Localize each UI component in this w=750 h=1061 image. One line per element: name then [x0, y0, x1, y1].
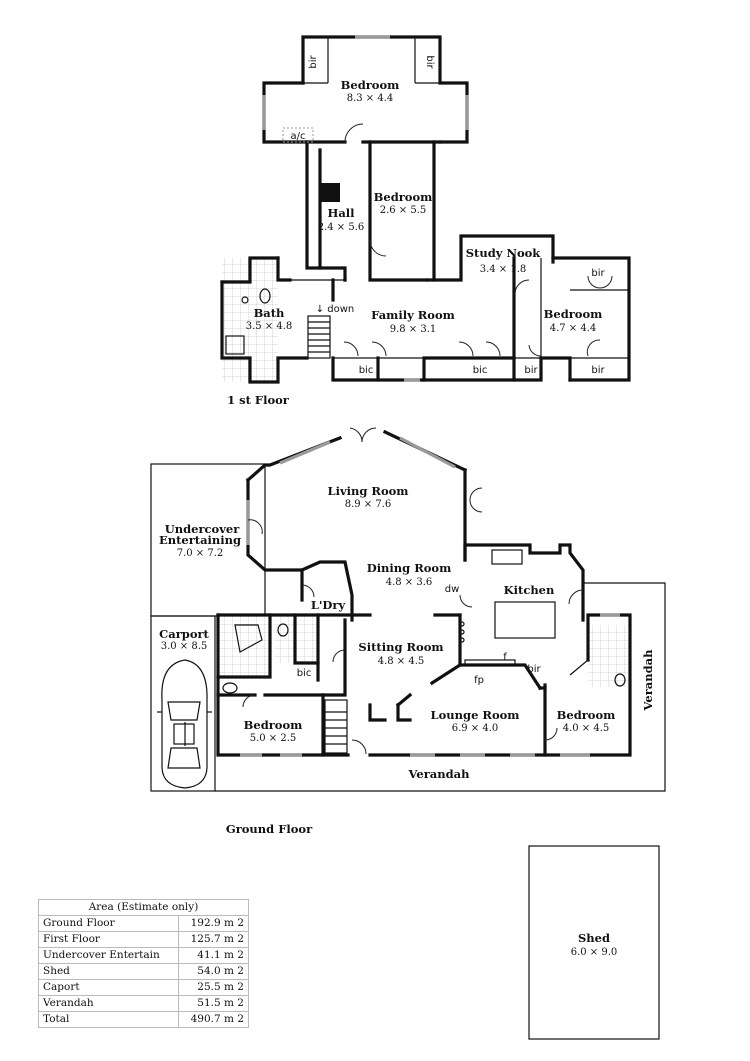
area-label: Undercover Entertain	[37, 947, 180, 964]
room-dims-shed: 6.0 × 9.0	[571, 947, 618, 958]
room-dims-hall: 2.4 × 5.6	[318, 222, 365, 233]
room-dims-sitting-room: 4.8 × 4.5	[378, 656, 425, 667]
room-name-kitchen: Kitchen	[504, 583, 555, 597]
tag-bic-1: bic	[359, 365, 374, 376]
first-floor-plan	[220, 35, 631, 384]
room-name-living-room: Living Room	[328, 484, 409, 498]
room-name-verandah-south: Verandah	[408, 767, 471, 781]
area-label: Ground Floor	[37, 915, 180, 932]
ground-floor-labels: Living Room 8.9 × 7.6 Undercover Enterta…	[159, 484, 655, 836]
first-floor-stairs-icon	[307, 315, 331, 359]
room-name-dining-room: Dining Room	[367, 561, 452, 575]
room-name-bedroom-top: Bedroom	[341, 78, 400, 92]
room-name-undercover-line2: Entertaining	[159, 533, 241, 547]
room-dims-bedroom-3: 4.7 × 4.4	[550, 323, 597, 334]
room-name-carport: Carport	[159, 627, 209, 641]
area-label: Total	[37, 1011, 180, 1028]
room-name-bedroom-ground-1: Bedroom	[244, 718, 303, 732]
area-value: 125.7 m 2	[178, 931, 249, 948]
first-floor-label: 1 st Floor	[227, 393, 290, 407]
room-name-study-nook: Study Nook	[466, 246, 542, 260]
tag-bic-ground: bic	[297, 668, 312, 679]
tag-bir-1: bir	[308, 54, 319, 68]
room-name-hall: Hall	[327, 206, 355, 220]
ground-floor-plan	[150, 427, 666, 792]
area-label: Caport	[37, 979, 180, 996]
room-name-bath: Bath	[254, 306, 285, 320]
tag-bir-3: bir	[524, 365, 538, 376]
room-dims-undercover: 7.0 × 7.2	[177, 548, 224, 559]
room-name-undercover-line1: Undercover	[165, 522, 240, 536]
shed-plan: Shed 6.0 × 9.0	[528, 845, 660, 1040]
area-value: 51.5 m 2	[178, 995, 249, 1012]
area-label: Verandah	[37, 995, 180, 1012]
area-table-title: Area (Estimate only)	[38, 899, 249, 916]
room-name-family-room: Family Room	[371, 308, 455, 322]
area-value: 41.1 m 2	[178, 947, 249, 964]
tag-dw: dw	[445, 584, 460, 595]
room-dims-lounge-room: 6.9 × 4.0	[452, 723, 499, 734]
room-dims-bedroom-top: 8.3 × 4.4	[347, 93, 394, 104]
room-dims-bedroom-ground-2: 4.0 × 4.5	[563, 723, 610, 734]
area-value: 192.9 m 2	[178, 915, 249, 932]
room-name-lounge-room: Lounge Room	[431, 708, 520, 722]
tag-fp: fp	[474, 675, 484, 686]
tag-bir-ground: bir	[527, 664, 541, 675]
area-value: 54.0 m 2	[178, 963, 249, 980]
car-icon	[157, 659, 212, 789]
room-dims-study-nook: 3.4 × 1.8	[480, 264, 527, 275]
room-dims-living-room: 8.9 × 7.6	[345, 499, 392, 510]
area-label: First Floor	[37, 931, 180, 948]
room-dims-dining-room: 4.8 × 3.6	[386, 577, 433, 588]
tag-fridge: f	[503, 652, 507, 663]
tag-bic-2: bic	[473, 365, 488, 376]
tag-bir-5: bir	[591, 268, 605, 279]
first-floor-labels: Bedroom 8.3 × 4.4 Hall 2.4 × 5.6 Bedroom…	[227, 54, 605, 407]
tag-bir-2: bir	[424, 55, 435, 69]
area-value: 25.5 m 2	[178, 979, 249, 996]
room-dims-bath: 3.5 × 4.8	[246, 321, 293, 332]
room-dims-carport: 3.0 × 8.5	[161, 641, 208, 652]
area-label: Shed	[37, 963, 180, 980]
room-name-verandah-east: Verandah	[641, 649, 655, 712]
tag-down: ↓ down	[316, 304, 355, 315]
tag-ac: a/c	[291, 131, 306, 142]
room-name-bedroom-2: Bedroom	[374, 190, 433, 204]
room-dims-family-room: 9.8 × 3.1	[390, 324, 437, 335]
room-name-shed: Shed	[578, 931, 610, 945]
room-name-bedroom-ground-2: Bedroom	[557, 708, 616, 722]
room-dims-bedroom-2: 2.6 × 5.5	[380, 205, 427, 216]
ground-floor-stairs-icon	[324, 699, 348, 754]
room-name-laundry: L'Dry	[311, 598, 346, 612]
area-value: 490.7 m 2	[178, 1011, 249, 1028]
room-name-bedroom-3: Bedroom	[544, 307, 603, 321]
room-dims-bedroom-ground-1: 5.0 × 2.5	[250, 733, 297, 744]
room-name-sitting-room: Sitting Room	[358, 640, 443, 654]
tag-bir-4: bir	[591, 365, 605, 376]
ground-floor-label: Ground Floor	[226, 822, 313, 836]
